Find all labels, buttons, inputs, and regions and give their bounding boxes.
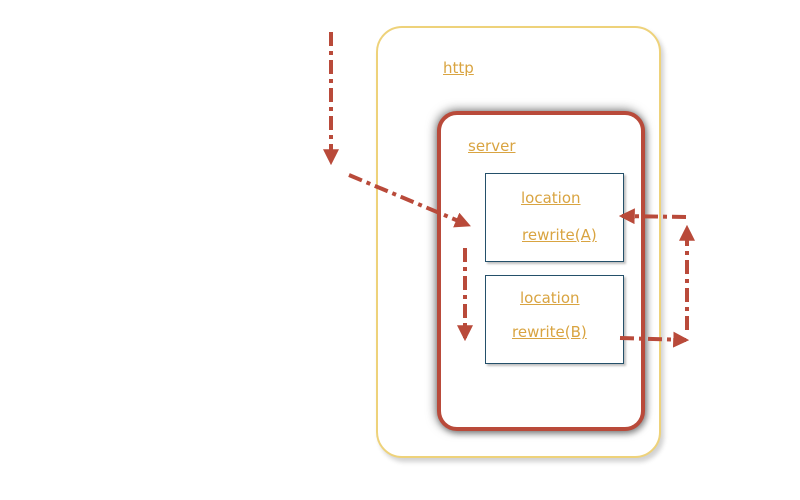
rewrite-a-label: rewrite(A)	[522, 226, 597, 244]
location-block-a	[485, 173, 624, 262]
server-label: server	[468, 137, 516, 155]
rewrite-b-label: rewrite(B)	[512, 323, 587, 341]
location-a-label: location	[521, 189, 581, 207]
location-block-b	[485, 275, 624, 364]
http-label: http	[443, 59, 474, 77]
server-block	[437, 111, 645, 431]
location-b-label: location	[520, 289, 580, 307]
